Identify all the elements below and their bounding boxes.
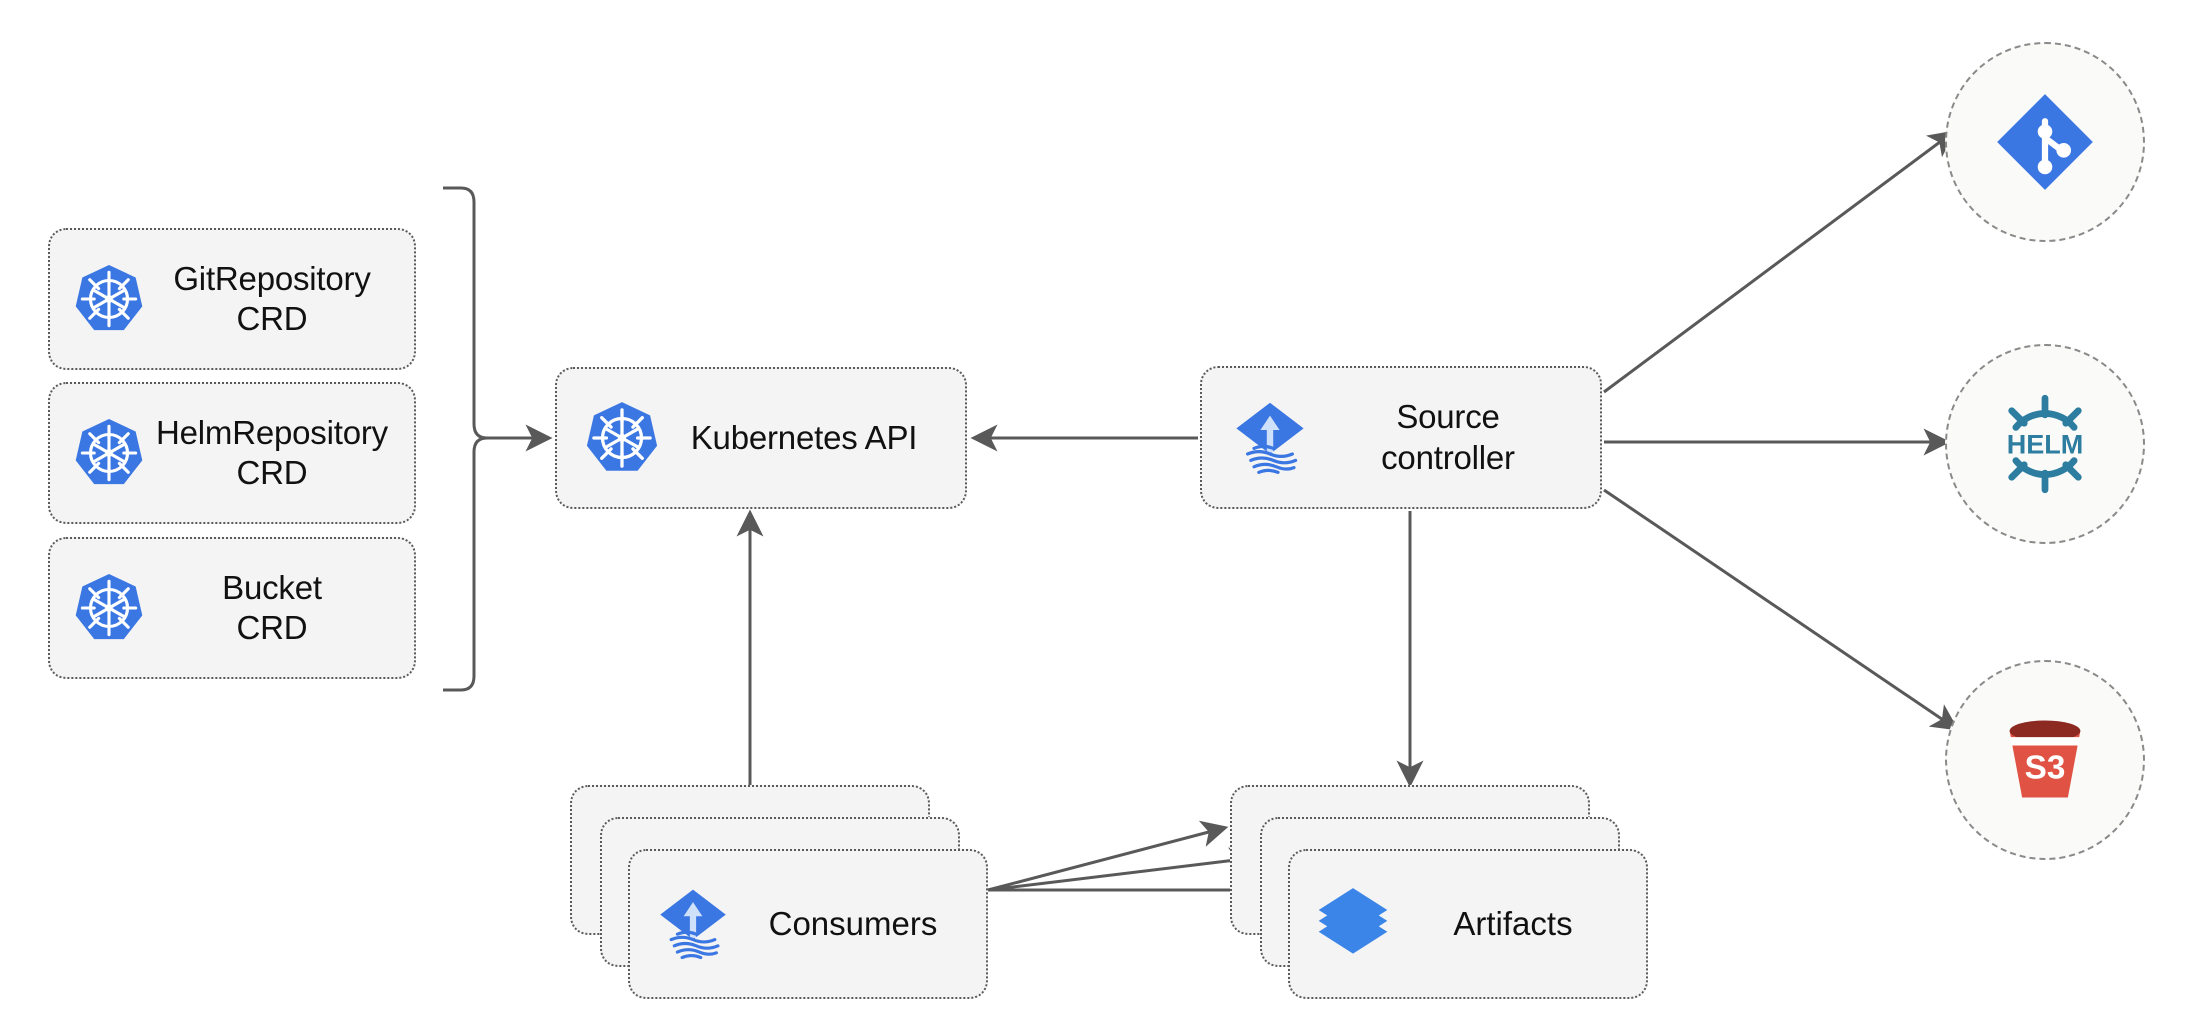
node-label: HelmRepository CRD — [156, 413, 388, 491]
node-kubernetes-api[interactable]: Kubernetes API — [555, 367, 967, 509]
node-label: Kubernetes API — [690, 418, 918, 456]
source-circle-git[interactable] — [1945, 42, 2145, 242]
flux-icon — [654, 885, 732, 963]
source-circle-s3[interactable]: S3 — [1945, 660, 2145, 860]
node-label: Source controller — [1381, 398, 1515, 476]
edge-source-controller-to-s3 — [1603, 488, 1959, 731]
edge-consumers-to-artifacts-2 — [987, 847, 1257, 892]
edge-source-controller-to-git — [1603, 130, 1956, 394]
s3-label: S3 — [2025, 750, 2066, 787]
crd-group-bracket — [443, 186, 488, 692]
node-label: GitRepository CRD — [173, 259, 371, 337]
edge-consumers-to-artifacts-1 — [987, 820, 1229, 892]
kubernetes-icon — [72, 262, 146, 336]
kubernetes-icon — [583, 399, 661, 477]
node-label: Consumers — [768, 905, 938, 943]
helm-icon: HELM — [1993, 392, 2097, 496]
node-label: Artifacts — [1453, 905, 1573, 943]
stack-sheet-front[interactable]: Artifacts — [1288, 849, 1648, 999]
source-circle-helm[interactable]: HELM — [1945, 344, 2145, 544]
layers-icon — [1314, 885, 1392, 963]
node-source-controller[interactable]: Source controller — [1200, 366, 1602, 509]
s3-icon: S3 — [1993, 708, 2097, 812]
git-icon — [1993, 90, 2097, 194]
helm-label: HELM — [2007, 429, 2084, 459]
kubernetes-icon — [72, 416, 146, 490]
node-helmrepository-crd[interactable]: HelmRepository CRD — [48, 382, 416, 524]
stack-sheet-front[interactable]: Consumers — [628, 849, 988, 999]
flux-icon — [1230, 398, 1310, 478]
node-bucket-crd[interactable]: Bucket CRD — [48, 537, 416, 679]
node-label: Bucket CRD — [222, 568, 322, 646]
node-gitrepository-crd[interactable]: GitRepository CRD — [48, 228, 416, 370]
kubernetes-icon — [72, 571, 146, 645]
